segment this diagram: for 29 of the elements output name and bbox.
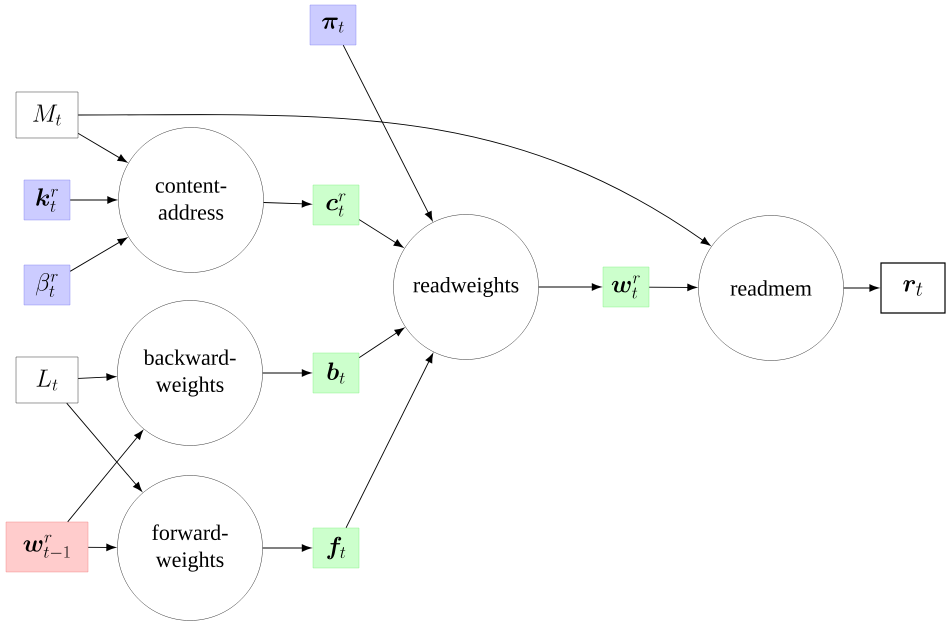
variable-box: $\bm{k}^r_t$ xyxy=(24,180,70,220)
variable-box: $\bm{\pi}_t$ xyxy=(310,4,356,46)
variable-box: $\bm{r}_t$ xyxy=(880,262,946,314)
variable-box: $\bm{b}_t$ xyxy=(312,352,360,394)
arrow xyxy=(78,132,128,163)
variable-box: $L_t$ xyxy=(16,356,78,404)
arrow xyxy=(70,237,128,272)
arrow xyxy=(263,200,312,208)
arrow xyxy=(67,430,144,522)
arrow xyxy=(262,369,312,377)
arrow xyxy=(538,283,602,291)
arrow xyxy=(70,196,117,204)
arrow xyxy=(88,544,116,552)
arrow xyxy=(843,284,879,292)
arrow xyxy=(262,544,312,552)
arrow xyxy=(648,284,697,292)
variable-box: $\bm{w}^r_t$ xyxy=(602,266,650,308)
arrow xyxy=(78,373,116,381)
arrow xyxy=(358,328,404,358)
arrow xyxy=(66,402,142,492)
variable-box: $\bm{c}^r_t$ xyxy=(312,184,360,226)
variable-box: $M_t$ xyxy=(16,92,78,138)
variable-box: $\bm{f}_t$ xyxy=(312,528,360,568)
arrow xyxy=(358,219,404,248)
arrow xyxy=(346,353,434,528)
variable-box: $\beta^r_t$ xyxy=(24,264,70,306)
arrow xyxy=(342,44,433,221)
variable-box: $\bm{w}^r_{t-1}$ xyxy=(6,522,88,572)
arrow xyxy=(78,114,710,246)
